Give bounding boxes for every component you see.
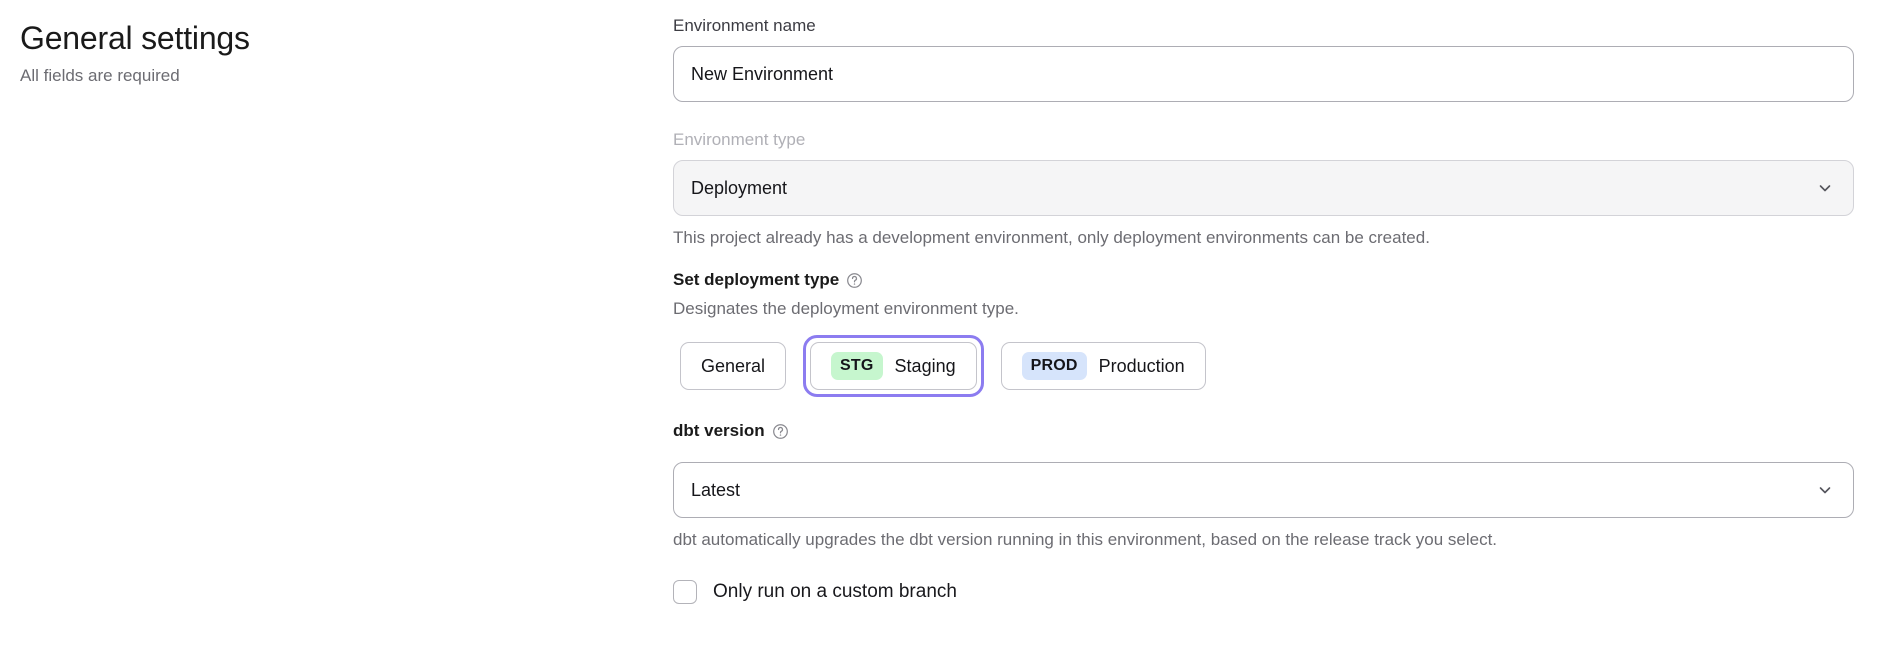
deployment-option-general-label: General (701, 355, 766, 376)
custom-branch-label[interactable]: Only run on a custom branch (713, 581, 957, 602)
staging-badge: STG (831, 352, 883, 380)
settings-intro-column: General settings All fields are required (20, 18, 620, 87)
custom-branch-checkbox[interactable] (673, 580, 697, 604)
dbt-version-value: Latest (691, 479, 741, 500)
deployment-option-staging-label: Staging (894, 355, 956, 376)
dbt-version-field: dbt version Latest dbt aut (673, 419, 1854, 552)
dbt-version-select[interactable]: Latest (673, 462, 1854, 518)
page-title: General settings (20, 20, 250, 56)
environment-type-value: Deployment (691, 177, 788, 198)
deployment-option-staging[interactable]: STG Staging (810, 342, 977, 390)
dbt-version-label: dbt version (673, 421, 765, 440)
help-circle-icon[interactable] (772, 423, 789, 440)
chevron-down-icon (1817, 482, 1833, 498)
dbt-version-label-row: dbt version (673, 419, 1854, 443)
deployment-option-general[interactable]: General (680, 342, 787, 390)
help-circle-icon[interactable] (846, 272, 863, 289)
environment-type-field: Environment type Deployment This project… (673, 128, 1854, 250)
environment-name-field: Environment name New Environment (673, 14, 1854, 102)
chevron-down-icon (1817, 180, 1833, 196)
deployment-type-helper-text: Designates the deployment environment ty… (673, 299, 1019, 318)
environment-type-helper-text: This project already has a development e… (673, 228, 1430, 247)
custom-branch-row: Only run on a custom branch (673, 580, 1854, 604)
deployment-type-options: General STG Staging PROD Production (673, 335, 1854, 397)
general-settings-form: Environment name New Environment Environ… (673, 14, 1854, 604)
environment-type-label: Environment type (673, 130, 806, 149)
environment-name-input[interactable]: New Environment (673, 46, 1854, 102)
production-badge: PROD (1021, 352, 1087, 380)
environment-name-label: Environment name (673, 16, 816, 35)
deployment-type-label: Set deployment type (673, 270, 840, 289)
deployment-option-general-wrapper: General (673, 335, 793, 397)
deployment-option-production[interactable]: PROD Production (1000, 342, 1206, 390)
environment-type-select[interactable]: Deployment (673, 160, 1854, 216)
deployment-type-field: Set deployment type Designates the deplo… (673, 268, 1854, 397)
dbt-version-helper-text: dbt automatically upgrades the dbt versi… (673, 530, 1498, 549)
deployment-option-production-label: Production (1098, 355, 1185, 376)
deployment-option-staging-wrapper: STG Staging (803, 335, 984, 397)
deployment-option-production-wrapper: PROD Production (994, 335, 1213, 397)
page-subtitle: All fields are required (20, 66, 180, 85)
deployment-type-label-row: Set deployment type (673, 268, 1854, 292)
